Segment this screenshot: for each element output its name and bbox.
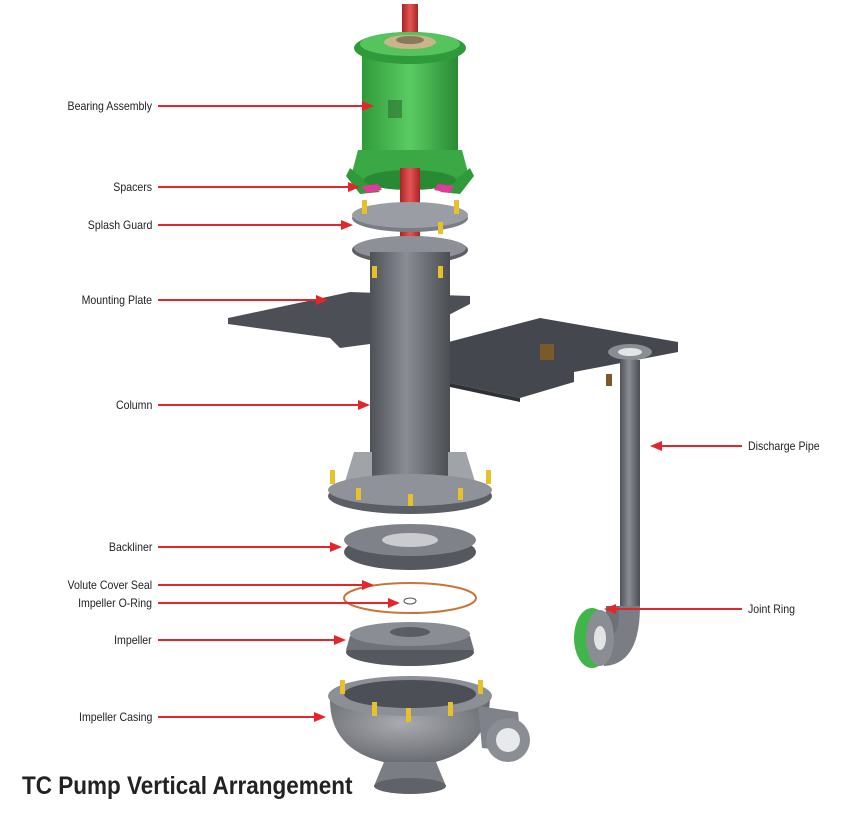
shaft-top (402, 4, 418, 40)
column (328, 236, 492, 514)
label-joint-ring: Joint Ring (748, 602, 795, 616)
bearing-assembly (346, 4, 474, 194)
label-spacers: Spacers (113, 180, 152, 194)
spacers (362, 184, 454, 193)
impeller (346, 622, 474, 666)
label-mounting-plate: Mounting Plate (81, 293, 152, 307)
backliner (344, 524, 476, 570)
label-bearing-assembly: Bearing Assembly (67, 99, 152, 113)
impeller-casing (328, 676, 530, 794)
diagram-caption: TC Pump Vertical Arrangement (22, 772, 353, 800)
label-backliner: Backliner (108, 540, 152, 554)
label-volute-cover-seal: Volute Cover Seal (67, 578, 152, 592)
label-splash-guard: Splash Guard (87, 218, 152, 232)
label-impeller: Impeller (114, 633, 152, 647)
joint-ring (574, 608, 614, 668)
volute-cover-seal (343, 582, 477, 614)
splash-guard (352, 200, 468, 234)
callout-arrows (158, 101, 742, 722)
label-impeller-casing: Impeller Casing (78, 710, 152, 724)
impeller-o-ring (403, 597, 417, 605)
label-discharge-pipe: Discharge Pipe (748, 439, 820, 453)
label-column: Column (115, 398, 152, 412)
label-impeller-o-ring: Impeller O-Ring (78, 596, 152, 610)
